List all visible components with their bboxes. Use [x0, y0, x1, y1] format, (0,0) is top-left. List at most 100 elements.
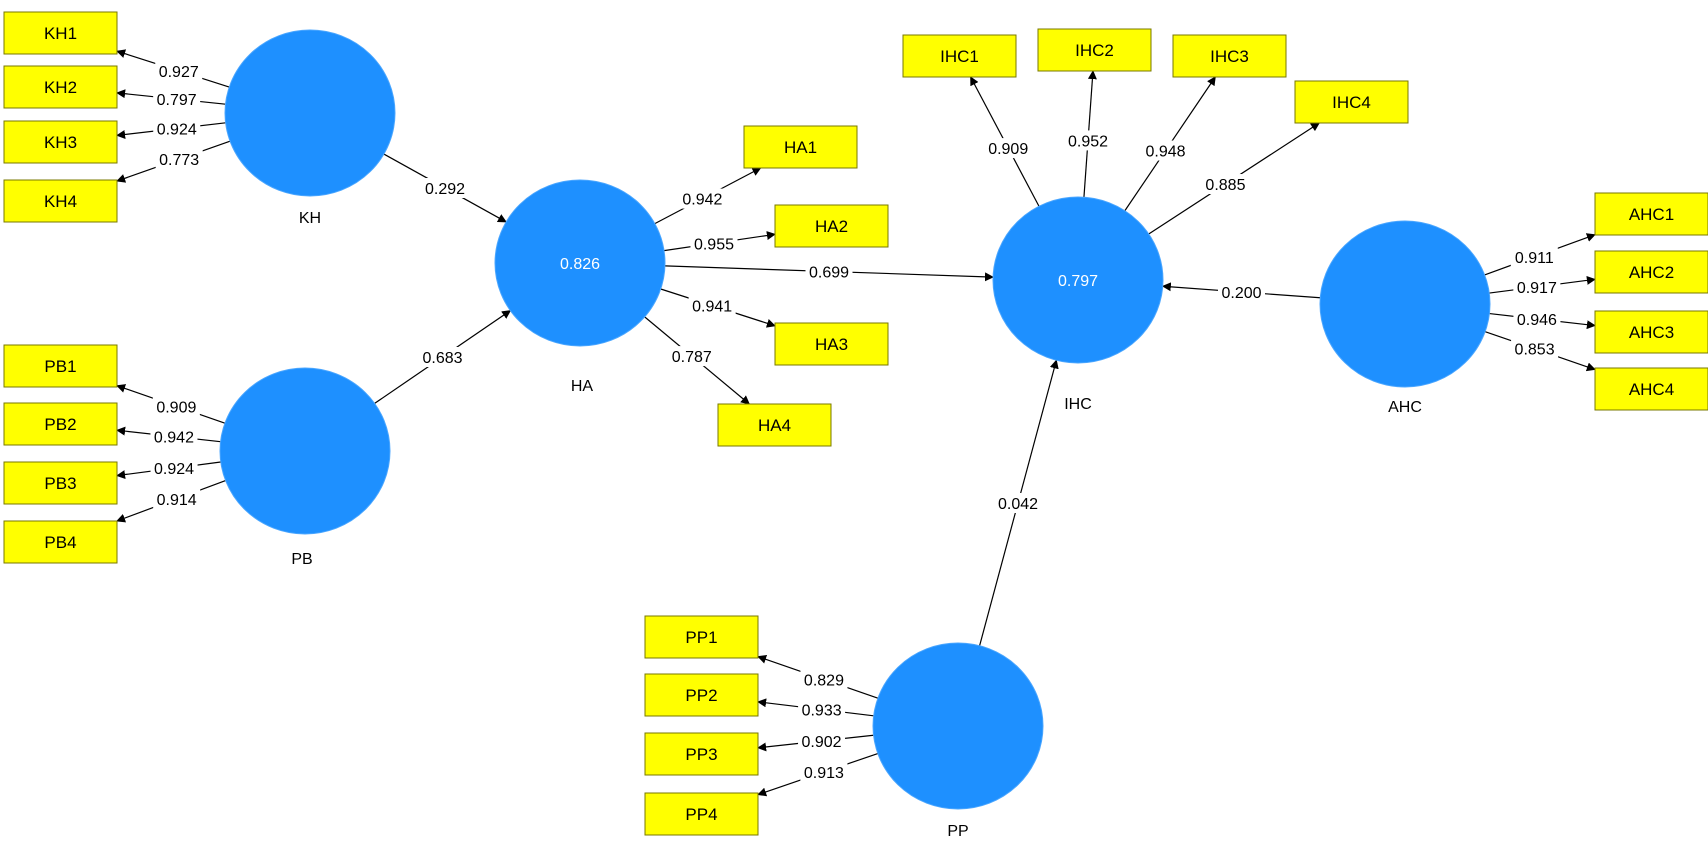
- loading-label-pp1-bg: [800, 669, 848, 690]
- loading-label-pp3-text: 0.902: [802, 734, 842, 751]
- indicator-label: IHC1: [940, 47, 979, 66]
- indicator-box[interactable]: [644, 673, 759, 717]
- indicator-box[interactable]: [1172, 34, 1287, 78]
- loading-label-ihc4: 0.885: [1201, 174, 1249, 195]
- indicator-label: PB3: [44, 474, 76, 493]
- construct-circle[interactable]: [992, 196, 1164, 364]
- loading-label-kh1: 0.927: [155, 60, 203, 81]
- indicator-label: PP1: [685, 628, 717, 647]
- loading-label-pb4: 0.914: [153, 488, 201, 509]
- indicator-box[interactable]: [3, 344, 118, 388]
- indicator-kh4[interactable]: KH4: [3, 179, 118, 223]
- loading-label-pb4-text: 0.914: [157, 492, 197, 509]
- indicator-box[interactable]: [3, 461, 118, 505]
- indicator-ihc3[interactable]: IHC3: [1172, 34, 1287, 78]
- loading-label-kh3-text: 0.924: [157, 121, 197, 138]
- indicator-box[interactable]: [1037, 28, 1152, 72]
- loading-label-ha1-bg: [678, 188, 726, 209]
- indicator-box[interactable]: [774, 204, 889, 248]
- loading-label-ahc3-bg: [1513, 308, 1561, 329]
- indicator-pb3[interactable]: PB3: [3, 461, 118, 505]
- indicator-box[interactable]: [774, 322, 889, 366]
- indicator-box[interactable]: [3, 179, 118, 223]
- indicator-ihc1[interactable]: IHC1: [902, 34, 1017, 78]
- construct-circle[interactable]: [872, 642, 1044, 810]
- indicator-ahc3[interactable]: AHC3: [1594, 310, 1708, 354]
- indicator-kh3[interactable]: KH3: [3, 120, 118, 164]
- indicator-ihc4[interactable]: IHC4: [1294, 80, 1409, 124]
- indicator-ha3[interactable]: HA3: [774, 322, 889, 366]
- indicator-box[interactable]: [1294, 80, 1409, 124]
- indicator-pb1[interactable]: PB1: [3, 344, 118, 388]
- indicator-ihc2[interactable]: IHC2: [1037, 28, 1152, 72]
- indicator-ahc1[interactable]: AHC1: [1594, 192, 1708, 236]
- loading-label-ahc4-text: 0.853: [1515, 342, 1555, 359]
- loading-label-pb3: 0.924: [150, 458, 198, 479]
- loading-label-ha4-bg: [668, 346, 716, 367]
- construct-circle[interactable]: [1319, 220, 1491, 388]
- indicator-pp2[interactable]: PP2: [644, 673, 759, 717]
- loading-label-pb1-bg: [152, 396, 200, 417]
- indicator-box[interactable]: [644, 792, 759, 836]
- indicator-kh1[interactable]: KH1: [3, 11, 118, 55]
- indicator-pb2[interactable]: PB2: [3, 402, 118, 446]
- indicator-kh2[interactable]: KH2: [3, 65, 118, 109]
- loading-label-ha2-text: 0.955: [694, 236, 734, 253]
- loading-label-ihc2-text: 0.952: [1068, 133, 1108, 150]
- indicator-label: PP4: [685, 805, 717, 824]
- indicator-pp3[interactable]: PP3: [644, 732, 759, 776]
- construct-circle[interactable]: [219, 367, 391, 535]
- indicator-box[interactable]: [1594, 367, 1708, 411]
- construct-circle[interactable]: [494, 179, 666, 347]
- indicator-box[interactable]: [3, 402, 118, 446]
- indicator-box[interactable]: [3, 65, 118, 109]
- loading-label-pb1: 0.909: [152, 396, 200, 417]
- loading-label-pp2-text: 0.933: [802, 703, 842, 720]
- indicator-ha2[interactable]: HA2: [774, 204, 889, 248]
- path-coefficient-pb-ha-bg: [419, 347, 466, 367]
- indicator-box[interactable]: [1594, 250, 1708, 294]
- loading-label-pp1: 0.829: [800, 669, 848, 690]
- loading-label-ha1: 0.942: [678, 188, 726, 209]
- loading-label-pp4-bg: [800, 762, 848, 783]
- construct-circle[interactable]: [224, 29, 396, 197]
- indicator-ha4[interactable]: HA4: [717, 403, 832, 447]
- indicator-box[interactable]: [644, 732, 759, 776]
- loading-label-kh2-bg: [153, 89, 201, 110]
- construct-pb[interactable]: PB: [219, 367, 391, 568]
- indicator-box[interactable]: [1594, 310, 1708, 354]
- construct-ahc[interactable]: AHC: [1319, 220, 1491, 416]
- indicator-ahc2[interactable]: AHC2: [1594, 250, 1708, 294]
- indicator-label: PB4: [44, 533, 76, 552]
- indicator-box[interactable]: [644, 615, 759, 659]
- construct-kh[interactable]: KH: [224, 29, 396, 227]
- path-coefficient-ha-ihc-text: 0.699: [809, 265, 849, 282]
- indicator-box[interactable]: [1594, 192, 1708, 236]
- construct-name: AHC: [1388, 399, 1422, 416]
- indicator-box[interactable]: [902, 34, 1017, 78]
- indicator-pp1[interactable]: PP1: [644, 615, 759, 659]
- loading-label-kh4-text: 0.773: [159, 152, 199, 169]
- indicator-box[interactable]: [3, 120, 118, 164]
- indicator-label: AHC4: [1629, 380, 1674, 399]
- indicator-box[interactable]: [3, 520, 118, 564]
- indicator-box[interactable]: [717, 403, 832, 447]
- indicator-ha1[interactable]: HA1: [743, 125, 858, 169]
- loading-label-ihc1-bg: [984, 138, 1032, 159]
- loading-label-pp1-text: 0.829: [804, 672, 844, 689]
- indicator-label: IHC2: [1075, 41, 1114, 60]
- indicator-box[interactable]: [743, 125, 858, 169]
- indicator-ahc4[interactable]: AHC4: [1594, 367, 1708, 411]
- path-coefficient-ha-ihc-bg: [805, 261, 853, 282]
- indicator-label: KH1: [44, 24, 77, 43]
- loading-label-pb2: 0.942: [150, 426, 198, 447]
- indicator-pp4[interactable]: PP4: [644, 792, 759, 836]
- construct-pp[interactable]: PP: [872, 642, 1044, 840]
- indicator-label: HA4: [758, 416, 791, 435]
- path-coefficient-ahc-ihc-bg: [1218, 282, 1265, 302]
- indicator-pb4[interactable]: PB4: [3, 520, 118, 564]
- indicator-box[interactable]: [3, 11, 118, 55]
